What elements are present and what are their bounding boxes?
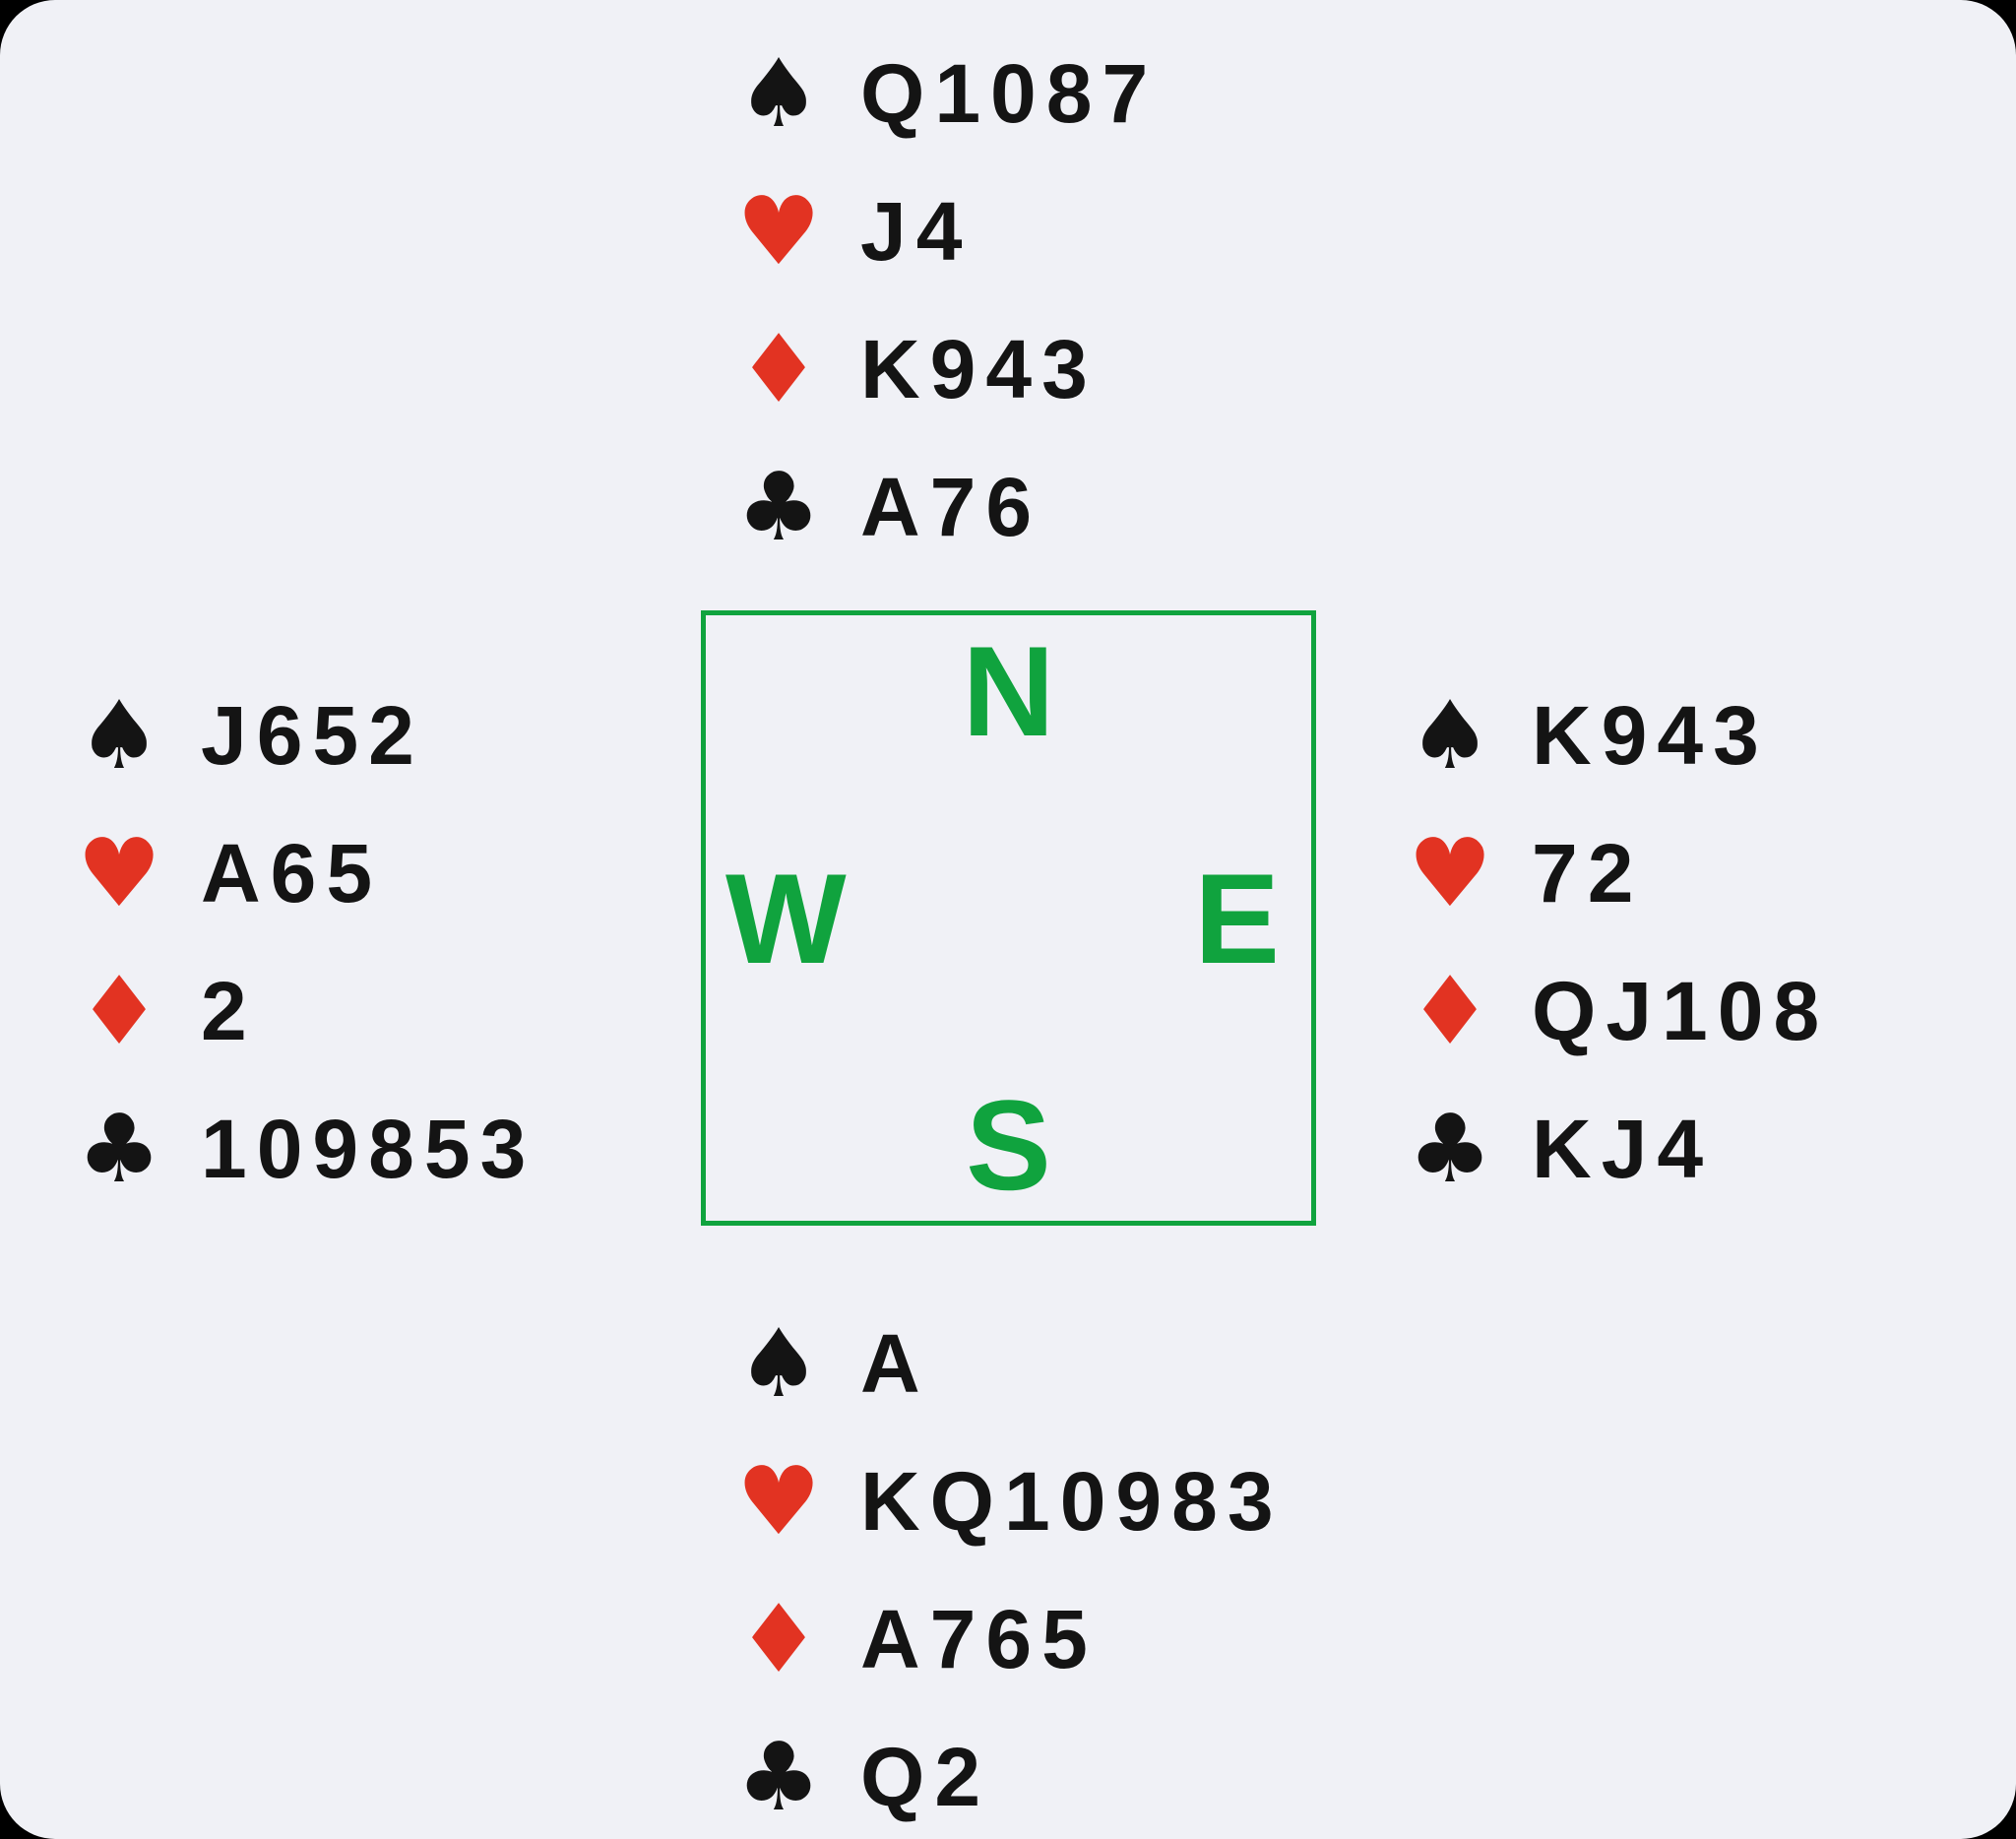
east-hand: ♠ K943 ♥ 72 ♦ QJ108 ♣ KJ4	[1408, 666, 1829, 1218]
diamond-icon: ♦	[736, 314, 822, 424]
south-hand: ♠ A ♥ KQ10983 ♦ A765 ♣ Q2	[736, 1295, 1284, 1839]
north-hearts-row: ♥ J4	[736, 162, 1158, 300]
west-clubs-cards: 109853	[201, 1103, 536, 1195]
spade-icon: ♠	[1408, 680, 1493, 791]
south-hearts-row: ♥ KQ10983	[736, 1432, 1284, 1570]
east-hearts-row: ♥ 72	[1408, 804, 1829, 942]
spade-icon: ♠	[736, 1308, 822, 1419]
club-icon: ♣	[736, 452, 822, 562]
compass-east-label: E	[1194, 846, 1280, 990]
diamond-icon: ♦	[736, 1584, 822, 1694]
west-diamonds-cards: 2	[201, 965, 257, 1057]
east-hearts-cards: 72	[1532, 827, 1644, 920]
east-spades-cards: K943	[1532, 689, 1769, 782]
club-icon: ♣	[77, 1094, 162, 1204]
north-diamonds-row: ♦ K943	[736, 300, 1158, 438]
west-spades-cards: J652	[201, 689, 424, 782]
north-spades-cards: Q1087	[860, 47, 1159, 140]
west-hearts-row: ♥ A65	[77, 804, 536, 942]
spade-icon: ♠	[77, 680, 162, 791]
north-hearts-cards: J4	[860, 185, 973, 278]
east-diamonds-cards: QJ108	[1532, 965, 1830, 1057]
compass-south-label: S	[966, 1073, 1051, 1217]
spade-icon: ♠	[736, 38, 822, 149]
east-clubs-row: ♣ KJ4	[1408, 1080, 1829, 1218]
compass-box: N E S W	[701, 610, 1316, 1226]
diamond-icon: ♦	[77, 956, 162, 1066]
club-icon: ♣	[736, 1722, 822, 1832]
south-spades-row: ♠ A	[736, 1295, 1284, 1432]
north-clubs-cards: A76	[860, 461, 1042, 553]
south-clubs-cards: Q2	[860, 1731, 991, 1823]
south-hearts-cards: KQ10983	[860, 1455, 1284, 1548]
north-clubs-row: ♣ A76	[736, 438, 1158, 576]
heart-icon: ♥	[736, 1446, 822, 1556]
west-spades-row: ♠ J652	[77, 666, 536, 804]
compass-north-label: N	[962, 619, 1055, 763]
diamond-icon: ♦	[1408, 956, 1493, 1066]
south-spades-cards: A	[860, 1317, 930, 1410]
north-spades-row: ♠ Q1087	[736, 25, 1158, 162]
west-hand: ♠ J652 ♥ A65 ♦ 2 ♣ 109853	[77, 666, 536, 1218]
east-clubs-cards: KJ4	[1532, 1103, 1714, 1195]
west-diamonds-row: ♦ 2	[77, 942, 536, 1080]
heart-icon: ♥	[736, 176, 822, 286]
club-icon: ♣	[1408, 1094, 1493, 1204]
north-hand: ♠ Q1087 ♥ J4 ♦ K943 ♣ A76	[736, 25, 1158, 576]
heart-icon: ♥	[1408, 818, 1493, 928]
compass-west-label: W	[725, 846, 847, 990]
south-clubs-row: ♣ Q2	[736, 1708, 1284, 1839]
south-diamonds-cards: A765	[860, 1593, 1098, 1685]
heart-icon: ♥	[77, 818, 162, 928]
west-clubs-row: ♣ 109853	[77, 1080, 536, 1218]
east-spades-row: ♠ K943	[1408, 666, 1829, 804]
west-hearts-cards: A65	[201, 827, 383, 920]
south-diamonds-row: ♦ A765	[736, 1570, 1284, 1708]
east-diamonds-row: ♦ QJ108	[1408, 942, 1829, 1080]
north-diamonds-cards: K943	[860, 323, 1098, 415]
